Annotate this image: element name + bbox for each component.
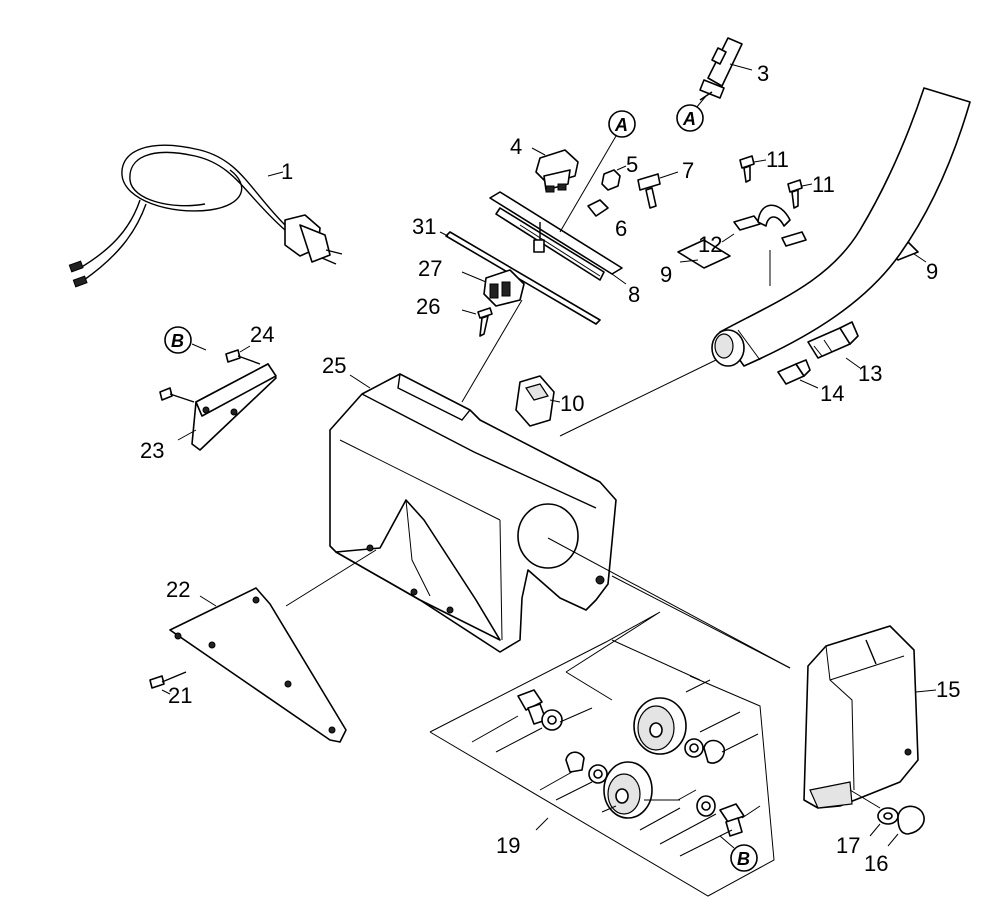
reference-marker-b-left	[164, 326, 207, 354]
callout-5: 5	[626, 152, 638, 177]
callout-8: 8	[628, 282, 640, 307]
callout-6: 6	[615, 216, 627, 241]
callout-12: 12	[698, 232, 722, 257]
callout-26: 26	[416, 294, 440, 319]
part-11-screw-b	[787, 179, 813, 209]
part-3-connector	[699, 37, 753, 101]
callout-10: 10	[560, 391, 584, 416]
part-14-fitting	[777, 359, 819, 389]
part-5-cap	[601, 165, 627, 191]
part-9-label-left	[677, 239, 731, 269]
part-22-bracket	[169, 549, 377, 743]
part-25-housing	[329, 373, 617, 653]
callout-9-right: 9	[926, 259, 938, 284]
part-19-wheel-kit	[429, 611, 775, 897]
part-16-cap	[887, 805, 925, 847]
part-15-cover	[547, 537, 937, 809]
part-8-panel	[489, 191, 627, 285]
part-21-screw	[149, 671, 187, 695]
part-13-fitting	[807, 321, 861, 369]
part-24-screw-a	[225, 345, 261, 365]
callout-11-a: 11	[766, 147, 789, 172]
callout-4: 4	[510, 134, 522, 159]
part-24-screw-b	[159, 387, 195, 403]
callout-9-left: 9	[660, 262, 672, 287]
part-10-switch	[515, 375, 561, 427]
callout-17: 17	[836, 833, 860, 858]
callout-19: 19	[496, 833, 520, 858]
suction-hose	[559, 87, 971, 437]
part-31-rod	[439, 231, 601, 325]
callout-15: 15	[936, 677, 960, 702]
reference-marker-a-top	[676, 95, 707, 132]
marker-b-left-letter: B	[171, 331, 184, 351]
callout-25: 25	[322, 353, 346, 378]
part-4-switch	[531, 147, 579, 193]
callout-3: 3	[757, 61, 769, 86]
callout-14: 14	[820, 381, 844, 406]
callout-7: 7	[682, 158, 694, 183]
callout-1: 1	[281, 159, 293, 184]
callout-11-b: 11	[812, 172, 835, 197]
part-27-terminal-block	[461, 269, 525, 307]
marker-a-top-letter: A	[682, 109, 696, 129]
marker-a-mid-letter: A	[614, 115, 628, 135]
leader-27-to-housing	[461, 299, 523, 403]
callout-13: 13	[858, 361, 882, 386]
part-1-power-cord	[68, 144, 343, 288]
part-7-screw	[637, 171, 679, 209]
part-12-hose-clamp	[721, 204, 807, 286]
marker-b-bottom-letter: B	[737, 849, 750, 869]
callout-23: 23	[140, 438, 164, 463]
callout-24: 24	[250, 322, 274, 347]
callout-16: 16	[864, 851, 888, 876]
part-26-screw	[461, 307, 493, 337]
part-11-screw-a	[739, 155, 767, 183]
callout-22: 22	[166, 577, 190, 602]
part-23-cover-plate	[177, 363, 277, 451]
part-6-insert	[587, 199, 609, 217]
callout-27: 27	[418, 256, 442, 281]
reference-marker-a-mid	[559, 110, 636, 233]
callout-21: 21	[168, 683, 192, 708]
callout-31: 31	[412, 214, 436, 239]
reference-marker-b-bottom	[719, 835, 758, 872]
